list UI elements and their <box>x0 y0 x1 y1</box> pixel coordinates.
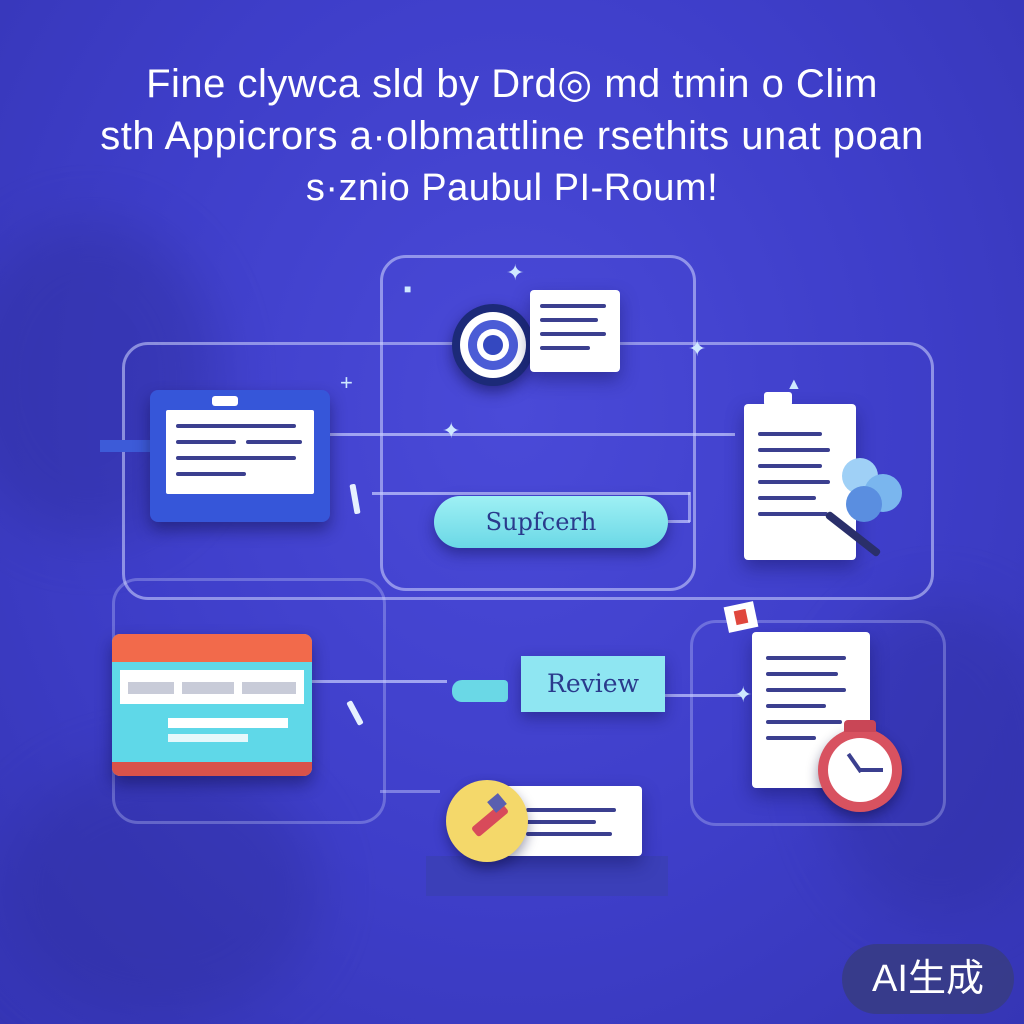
document-card-top <box>530 290 620 372</box>
connector-lower-left <box>312 680 447 683</box>
connector-middle <box>372 492 690 495</box>
connector-middle-drop <box>688 492 691 522</box>
form-window-icon <box>112 634 312 776</box>
sparkle-icon: ✦ <box>734 682 753 707</box>
sparkle-icon: ■ <box>404 282 412 296</box>
connector-bottom <box>380 790 440 793</box>
bottom-stand <box>426 856 668 896</box>
frame-lower-right <box>690 620 946 826</box>
sparkle-icon: ✦ <box>506 260 525 285</box>
sparkle-icon: ✦ <box>442 418 461 443</box>
sparkle-icon: ▲ <box>786 376 802 393</box>
connector-pill-right <box>668 520 690 523</box>
connector-lower-right <box>665 694 745 697</box>
frame-top-center <box>380 255 696 591</box>
clock-icon <box>818 720 902 812</box>
sparkle-icon: + <box>340 370 353 395</box>
sparkle-icon: ✦ <box>688 336 707 361</box>
connector-top <box>330 433 735 436</box>
cloud-icon <box>838 452 902 524</box>
connector-left-stub <box>100 440 160 452</box>
pointer-icon <box>452 680 508 702</box>
search-step-pill[interactable]: Supfcerh <box>434 496 668 548</box>
browser-window-icon <box>150 390 330 522</box>
target-icon <box>452 304 534 386</box>
review-step-box[interactable]: Review <box>521 656 665 712</box>
background-haze-bottom <box>0 760 320 1020</box>
headline-line-3: s·znio Paubul PI-Roum! <box>305 167 719 209</box>
ai-generated-badge: AI生成 <box>842 944 1014 1014</box>
headline-line-2: sth Appicrors a·olbmattline rsethits una… <box>100 114 924 158</box>
document-card-right <box>744 392 856 560</box>
headline: Fine clywca sld by Drd◎ md tmin o Clim s… <box>0 58 1024 214</box>
wrench-icon <box>446 780 528 862</box>
headline-line-1: Fine clywca sld by Drd◎ md tmin o Clim <box>146 62 878 106</box>
